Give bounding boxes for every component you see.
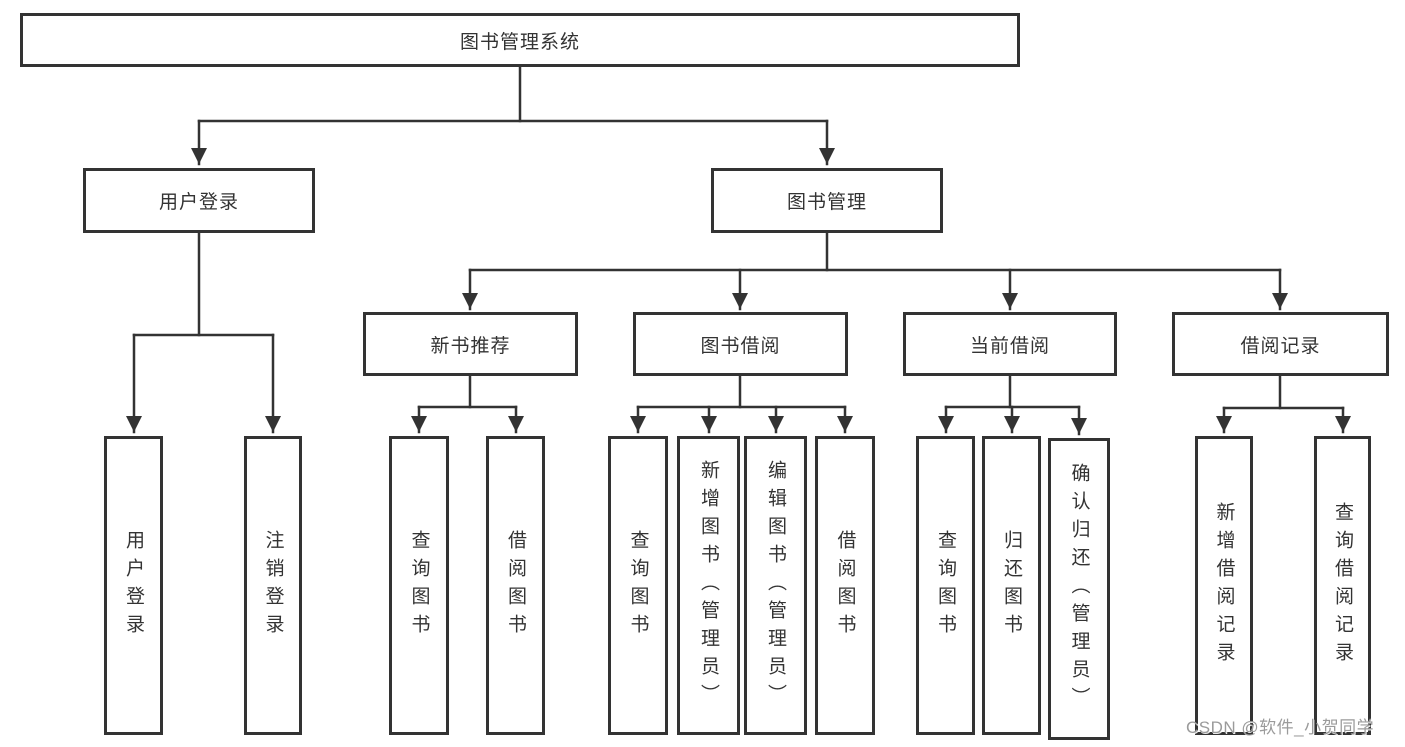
leaf-newbook-query-books: 查询图书: [389, 436, 449, 735]
leaf-newbook-query-books-label: 查询图书: [408, 529, 430, 642]
leaf-user-login-label: 用户登录: [123, 529, 144, 642]
node-book-borrow: 图书借阅: [633, 312, 848, 376]
node-root-library-system: 图书管理系统: [20, 13, 1020, 67]
leaf-newbook-borrow-books-label: 借阅图书: [505, 529, 526, 642]
leaf-add-borrow-record: 新增借阅记录: [1195, 436, 1253, 735]
leaf-query-borrow-record: 查询借阅记录: [1314, 436, 1371, 735]
leaf-edit-books-admin-label: 编辑图书（管理员）: [765, 459, 786, 712]
leaf-logout: 注销登录: [244, 436, 302, 735]
node-current-borrow: 当前借阅: [903, 312, 1117, 376]
leaf-borrow-books-label: 借阅图书: [834, 529, 856, 642]
leaf-borrow-books: 借阅图书: [815, 436, 875, 735]
node-new-book-recommend: 新书推荐: [363, 312, 578, 376]
node-book-borrow-label: 图书借阅: [700, 335, 781, 357]
leaf-borrow-query-books: 查询图书: [608, 436, 668, 735]
leaf-add-books-admin: 新增图书（管理员）: [677, 436, 740, 735]
node-borrow-records: 借阅记录: [1172, 312, 1389, 376]
leaf-confirm-return-admin: 确认归还（管理员）: [1048, 438, 1110, 740]
node-new-book-recommend-label: 新书推荐: [430, 335, 511, 357]
leaf-current-query-books: 查询图书: [916, 436, 975, 735]
leaf-current-query-books-label: 查询图书: [935, 529, 956, 642]
leaf-newbook-borrow-books: 借阅图书: [486, 436, 545, 735]
node-book-management: 图书管理: [711, 168, 943, 233]
leaf-add-borrow-record-label: 新增借阅记录: [1213, 501, 1235, 670]
leaf-user-login: 用户登录: [104, 436, 163, 735]
csdn-watermark: CSDN @软件_小贺同学: [1186, 718, 1375, 737]
node-book-management-label: 图书管理: [786, 192, 867, 213]
leaf-return-books: 归还图书: [982, 436, 1041, 735]
node-current-borrow-label: 当前借阅: [969, 335, 1050, 357]
node-borrow-records-label: 借阅记录: [1240, 335, 1321, 357]
node-root-label: 图书管理系统: [459, 31, 580, 53]
leaf-query-borrow-record-label: 查询借阅记录: [1332, 501, 1353, 670]
leaf-borrow-query-books-label: 查询图书: [627, 529, 649, 642]
leaf-edit-books-admin: 编辑图书（管理员）: [744, 436, 807, 735]
node-user-login: 用户登录: [83, 168, 315, 233]
leaf-return-books-label: 归还图书: [1001, 529, 1022, 642]
leaf-add-books-admin-label: 新增图书（管理员）: [698, 459, 719, 712]
leaf-confirm-return-admin-label: 确认归还（管理员）: [1068, 463, 1090, 715]
leaf-logout-label: 注销登录: [262, 529, 284, 642]
node-user-login-label: 用户登录: [158, 192, 239, 213]
